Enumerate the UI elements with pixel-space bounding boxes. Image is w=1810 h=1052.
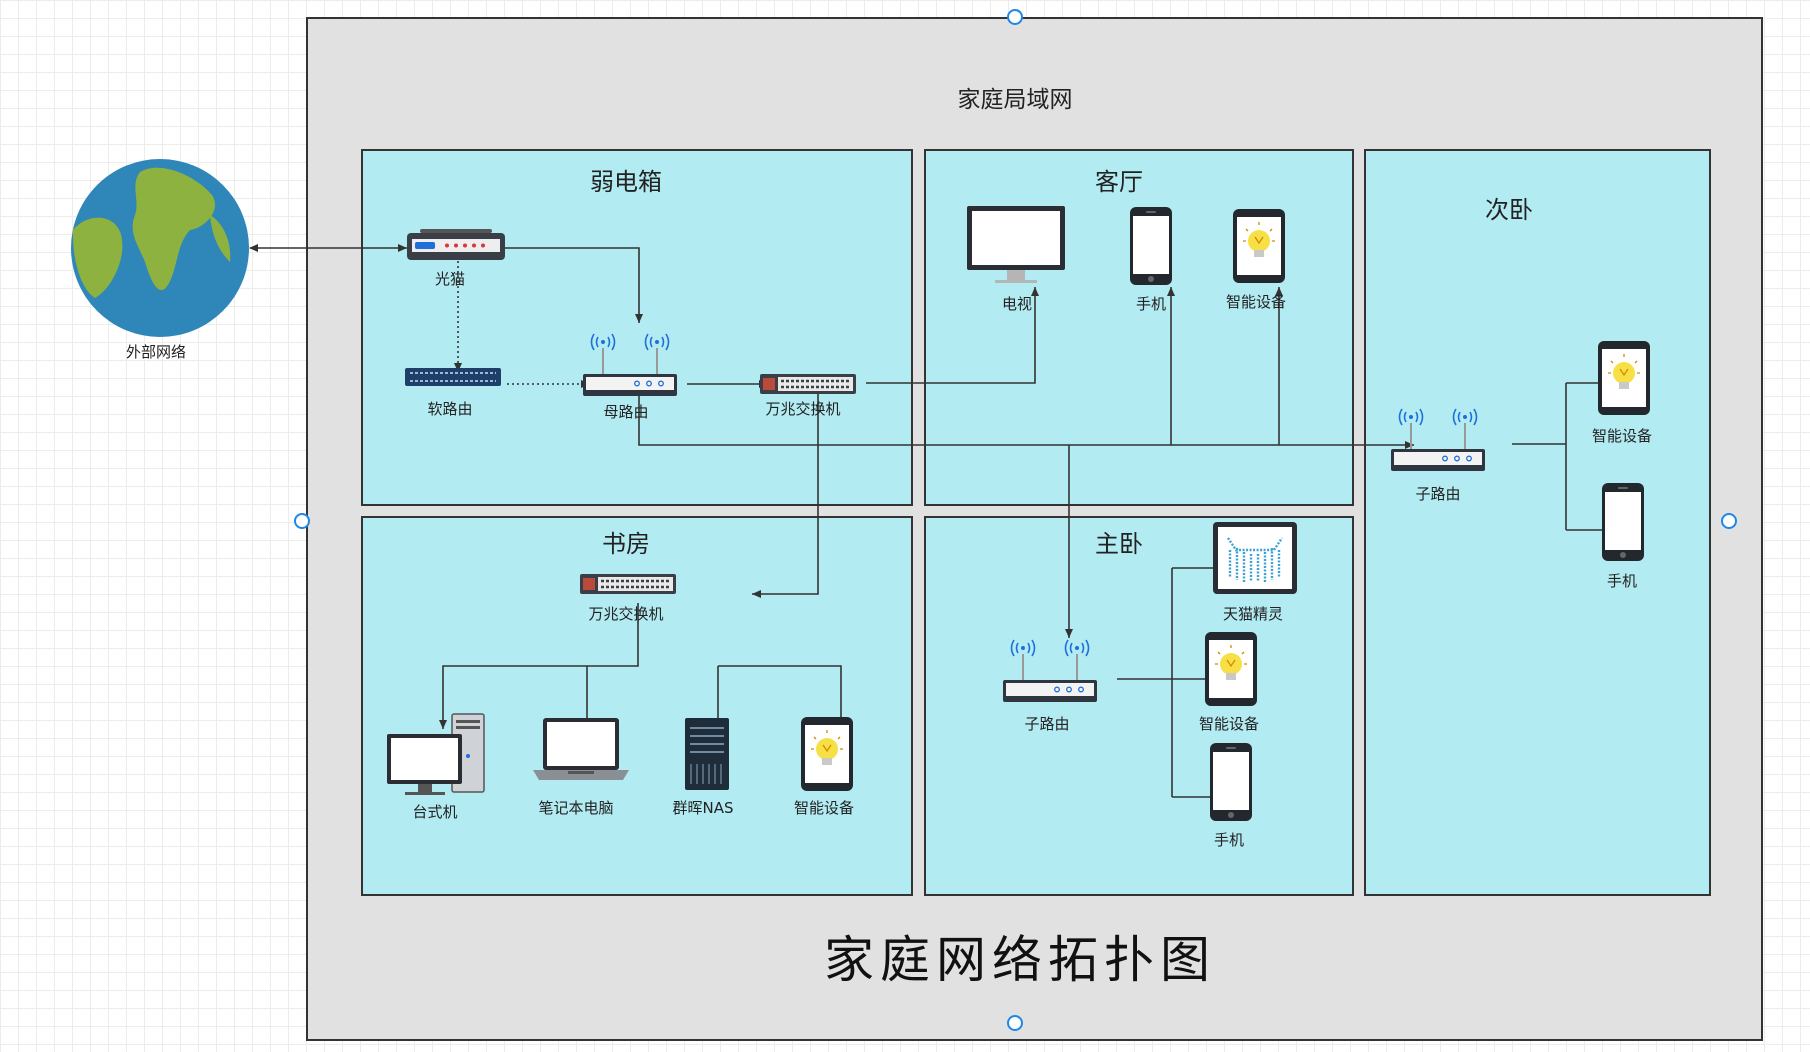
room-title-second-bedroom: 次卧 <box>1485 196 1533 224</box>
room-title-study: 书房 <box>602 530 650 558</box>
study-smart-device-icon[interactable] <box>800 716 854 792</box>
laptop-icon[interactable] <box>533 718 629 780</box>
soft-router-icon[interactable] <box>405 368 501 386</box>
link-router-bus <box>638 396 1414 449</box>
external-network-label: 外部网络 <box>125 343 187 361</box>
study-switch-icon[interactable] <box>578 572 678 596</box>
master-smart-device-icon[interactable] <box>1204 631 1258 707</box>
study-switch-label: 万兆交换机 <box>588 605 664 623</box>
second-bedroom-phone-icon[interactable] <box>1602 483 1644 561</box>
link-modem-router <box>505 247 643 323</box>
master-smart-device-label: 智能设备 <box>1198 715 1260 733</box>
link-study-switch-bus <box>439 603 639 729</box>
link-switch-study-switch <box>752 394 819 598</box>
master-phone-label: 手机 <box>1213 831 1245 849</box>
living-phone-label: 手机 <box>1135 295 1167 313</box>
second-bedroom-smart-device-label: 智能设备 <box>1591 427 1653 445</box>
tv-icon[interactable] <box>967 206 1065 283</box>
nas-icon[interactable] <box>685 718 729 790</box>
room-title-master-bedroom: 主卧 <box>1095 530 1143 558</box>
master-phone-icon[interactable] <box>1210 743 1252 821</box>
lan-title: 家庭局域网 <box>957 87 1073 113</box>
ruodian-switch-label: 万兆交换机 <box>765 400 841 418</box>
room-study[interactable] <box>361 516 913 896</box>
second-bedroom-smart-device-icon[interactable] <box>1597 340 1651 416</box>
living-phone-icon[interactable] <box>1130 207 1172 285</box>
earth-icon[interactable] <box>71 159 249 337</box>
study-smart-device-label: 智能设备 <box>793 799 855 817</box>
link-to-study-smart <box>718 665 845 729</box>
second-bedroom-router-label: 子路由 <box>1415 485 1461 503</box>
ruodian-switch-icon[interactable] <box>758 372 858 396</box>
room-living[interactable] <box>924 149 1354 506</box>
modem-icon[interactable] <box>407 229 505 260</box>
tmall-genie-icon[interactable] <box>1213 522 1297 594</box>
connections <box>249 244 1625 801</box>
desktop-icon[interactable] <box>387 713 485 795</box>
room-title-ruodian: 弱电箱 <box>590 168 662 196</box>
living-smart-device-label: 智能设备 <box>1225 293 1287 311</box>
room-title-living: 客厅 <box>1095 168 1143 196</box>
soft-router-label: 软路由 <box>427 400 473 418</box>
room-ruodian[interactable] <box>361 149 913 506</box>
living-smart-device-icon[interactable] <box>1232 208 1286 284</box>
master-router-label: 子路由 <box>1024 715 1070 733</box>
main-title: 家庭网络拓扑图 <box>824 931 1216 989</box>
room-second-bedroom[interactable] <box>1364 149 1711 896</box>
selection-handles[interactable] <box>294 9 1737 1031</box>
tv-label: 电视 <box>1001 295 1033 313</box>
desktop-label: 台式机 <box>412 803 458 821</box>
nas-label: 群晖NAS <box>672 799 734 817</box>
second-bedroom-phone-label: 手机 <box>1606 572 1638 590</box>
laptop-label: 笔记本电脑 <box>538 799 614 817</box>
link-switch-tv <box>866 287 1039 384</box>
main-router-label: 母路由 <box>603 403 649 421</box>
tmall-genie-label: 天猫精灵 <box>1222 605 1284 623</box>
modem-label: 光猫 <box>434 270 466 288</box>
